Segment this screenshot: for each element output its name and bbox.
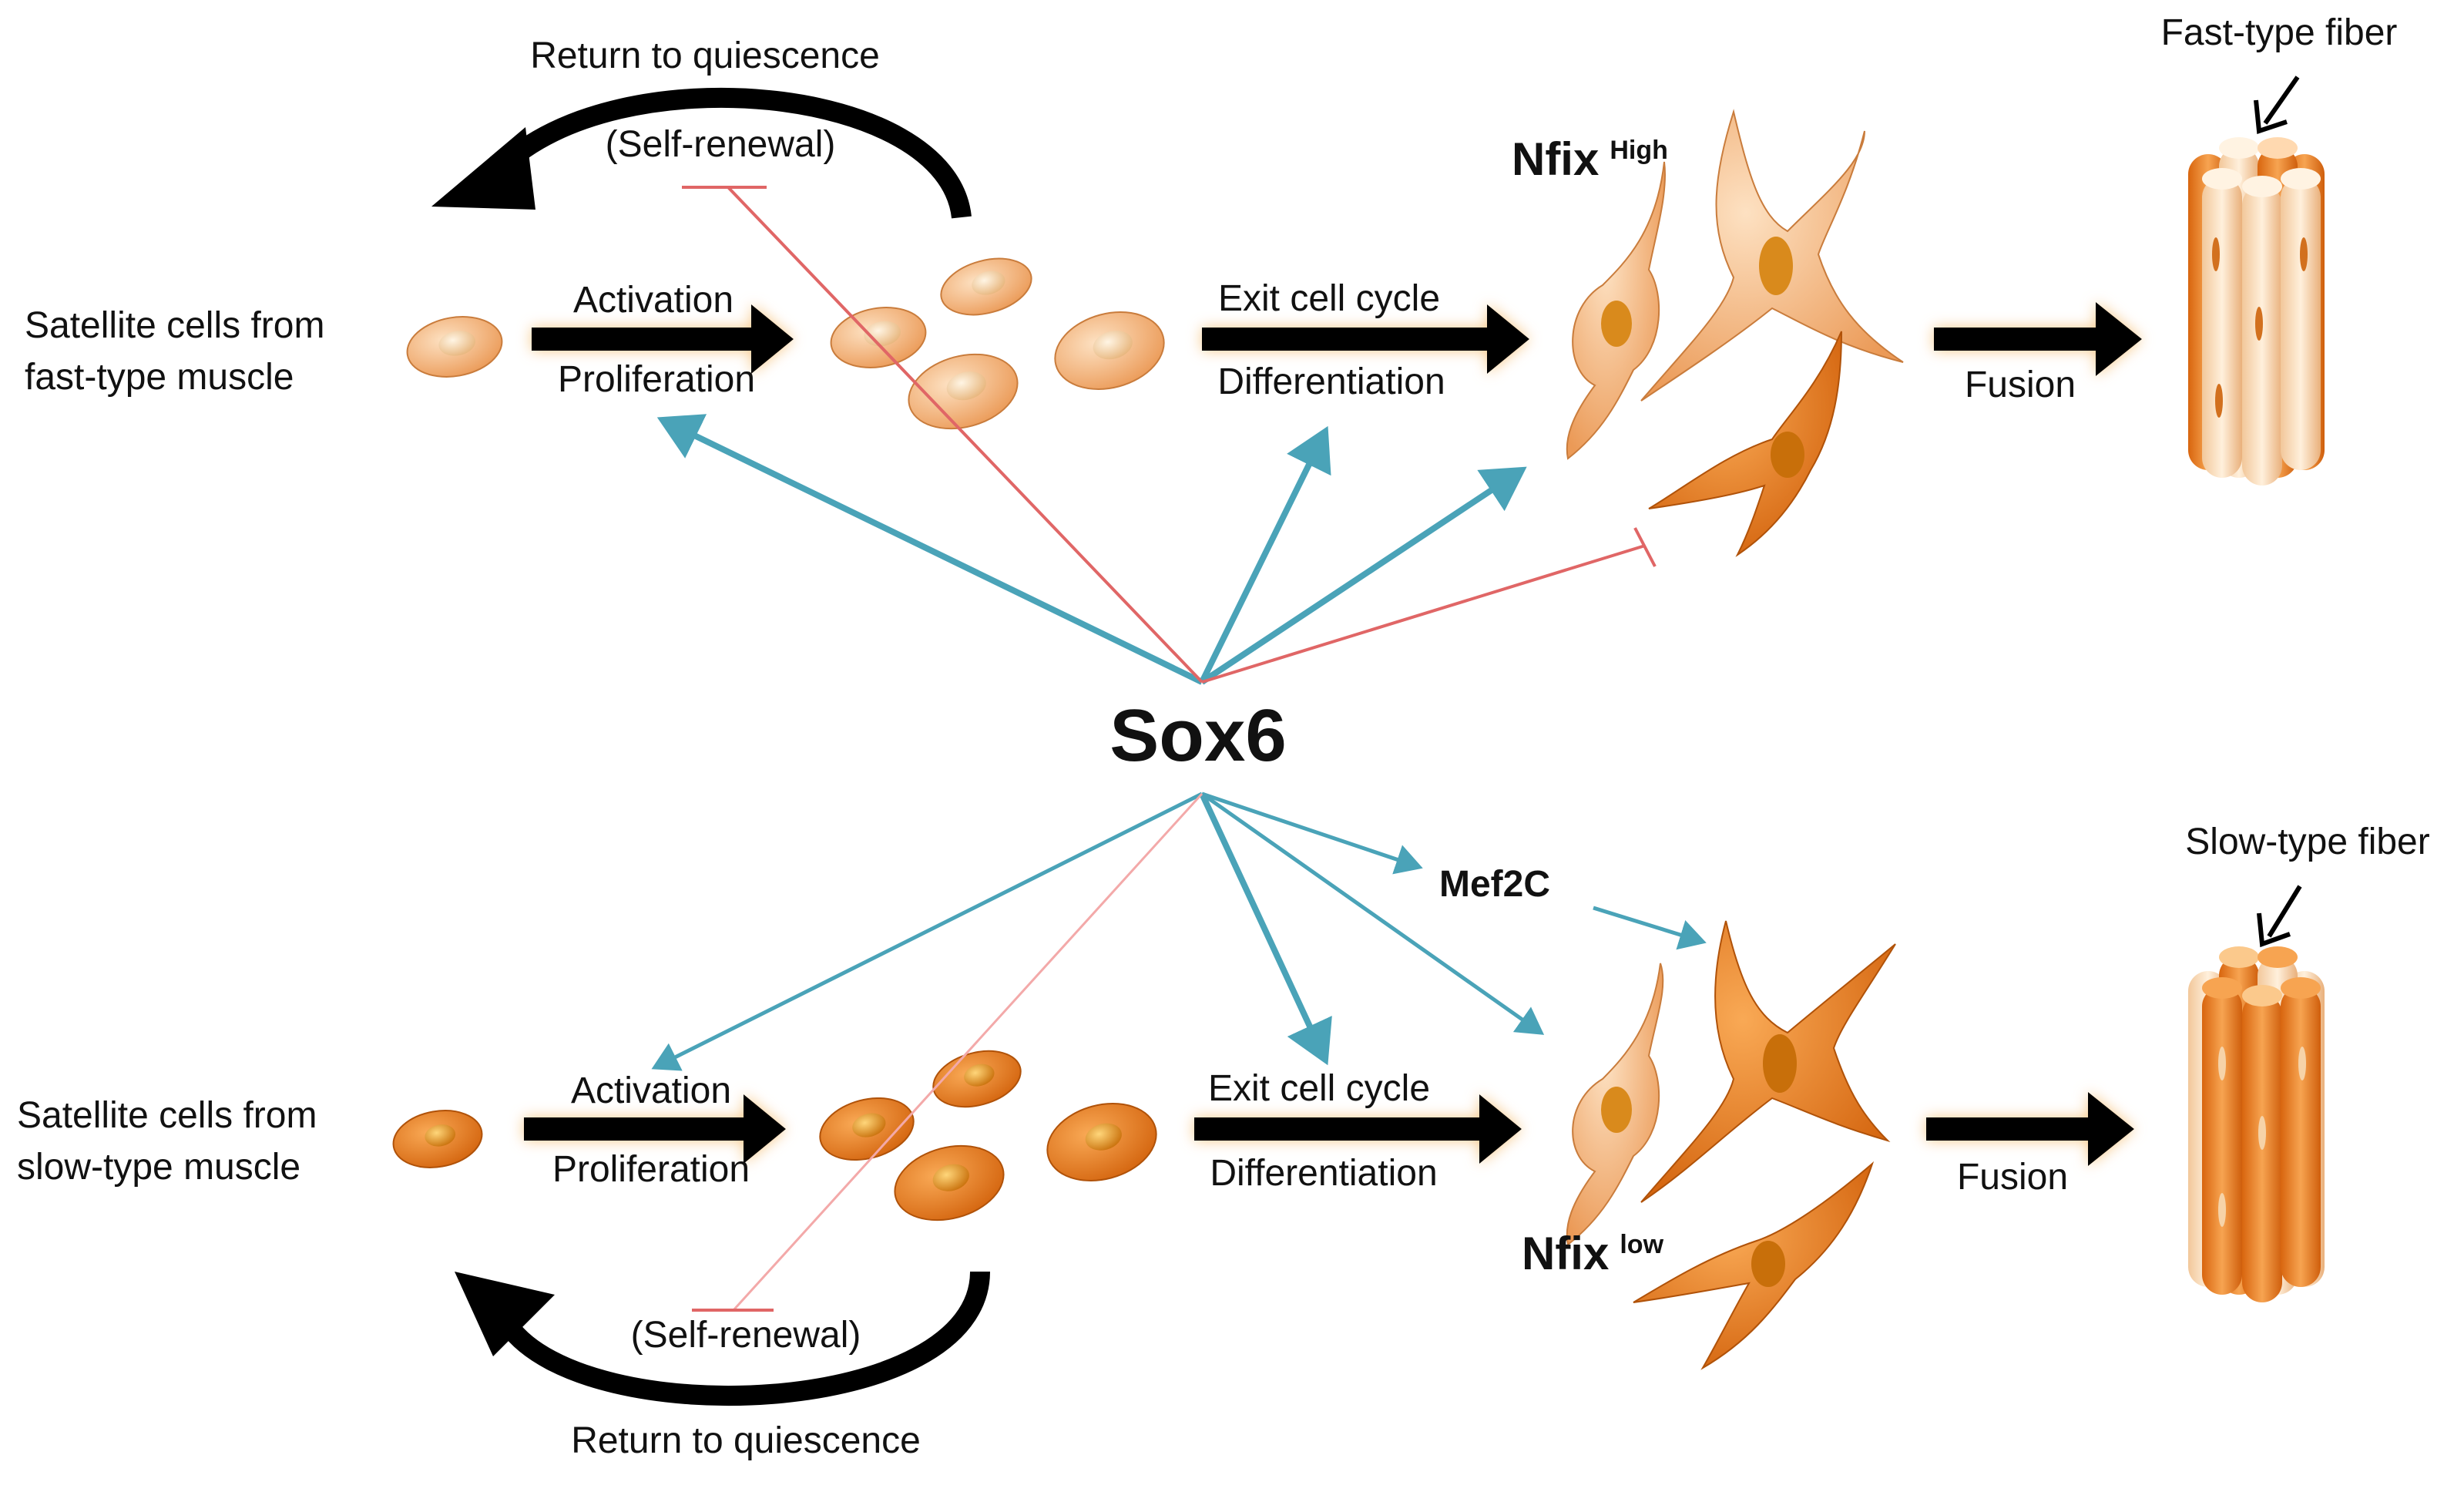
sox6-inhibits-self-renewal-top xyxy=(727,186,1203,684)
sox6-to-fast-cells xyxy=(1200,466,1527,685)
process-arrows xyxy=(524,302,2142,1166)
slow-differentiation-label: Differentiation xyxy=(1210,1153,1438,1194)
fast-source-label-line2: fast-type muscle xyxy=(25,357,294,398)
bottom-activation-arrow xyxy=(524,1094,786,1164)
slow-exit-label: Exit cell cycle xyxy=(1207,1068,1431,1109)
mef2c-to-slow-cells xyxy=(1593,906,1707,950)
fast-fiber-label: Fast-type fiber xyxy=(2160,12,2398,53)
fast-proliferation-label: Proliferation xyxy=(557,359,756,400)
bottom-return-arrow xyxy=(455,1271,990,1406)
slow-self-renewal-label: (Self-renewal) xyxy=(630,1315,861,1356)
sox6-inhibits-slow-myocyte xyxy=(1201,544,1646,684)
sox6-label: Sox6 xyxy=(1109,694,1287,777)
mef2c-label: Mef2C xyxy=(1439,864,1551,905)
fast-source-label-line1: Satellite cells from xyxy=(25,305,325,346)
fast-differentiated-cells xyxy=(1566,109,1904,557)
slow-activation-label: Activation xyxy=(570,1070,732,1111)
nfix-level-high: High xyxy=(1610,136,1668,165)
slow-source-label-line1: Satellite cells from xyxy=(17,1095,317,1136)
slow-type-fiber xyxy=(2188,946,2325,1302)
top-activation-arrow xyxy=(532,304,794,374)
fast-return-label: Return to quiescence xyxy=(530,35,880,76)
sox6-to-differentiation xyxy=(1199,425,1331,684)
nfix-name-bottom: Nfix xyxy=(1522,1228,1610,1279)
fast-exit-label: Exit cell cycle xyxy=(1217,278,1441,319)
top-differentiation-arrow xyxy=(1202,304,1529,374)
slow-return-label: Return to quiescence xyxy=(571,1420,921,1461)
sox6-to-activation-slow xyxy=(651,791,1203,1071)
top-fusion-arrow xyxy=(1934,302,2142,376)
sox6-inhibits-self-renewal-bottom xyxy=(732,792,1203,1312)
slow-fiber-label: Slow-type fiber xyxy=(2185,822,2430,862)
nfix-level-low: low xyxy=(1620,1230,1664,1259)
fiber-pointer-arrows xyxy=(2254,76,2302,948)
slow-source-label-line2: slow-type muscle xyxy=(17,1147,301,1188)
fast-differentiation-label: Differentiation xyxy=(1217,361,1445,402)
fast-activation-label: Activation xyxy=(572,280,734,321)
sox6-to-mef2c xyxy=(1201,791,1423,875)
slow-fusion-label: Fusion xyxy=(1956,1157,2069,1198)
bottom-fusion-arrow xyxy=(1926,1092,2134,1166)
fast-fusion-label: Fusion xyxy=(1964,365,2076,405)
slow-proliferation-label: Proliferation xyxy=(552,1149,750,1190)
slow-satellite-cells xyxy=(392,1050,1157,1221)
fast-self-renewal-label: (Self-renewal) xyxy=(605,124,836,165)
sox6-to-differentiation-slow xyxy=(1199,792,1332,1066)
fast-type-fiber xyxy=(2188,137,2325,486)
slow-differentiated-cells xyxy=(1566,920,1896,1370)
fast-satellite-cells xyxy=(406,257,1165,430)
top-return-arrow xyxy=(431,87,972,219)
sox6-to-slow-cells xyxy=(1200,791,1545,1035)
nfix-name-top: Nfix xyxy=(1512,133,1600,185)
bottom-differentiation-arrow xyxy=(1194,1094,1522,1164)
nfix-high-label: Nfix High xyxy=(1512,133,1668,186)
sox6-to-activation xyxy=(656,414,1203,685)
sox6-regulation-lines xyxy=(651,186,1707,1312)
